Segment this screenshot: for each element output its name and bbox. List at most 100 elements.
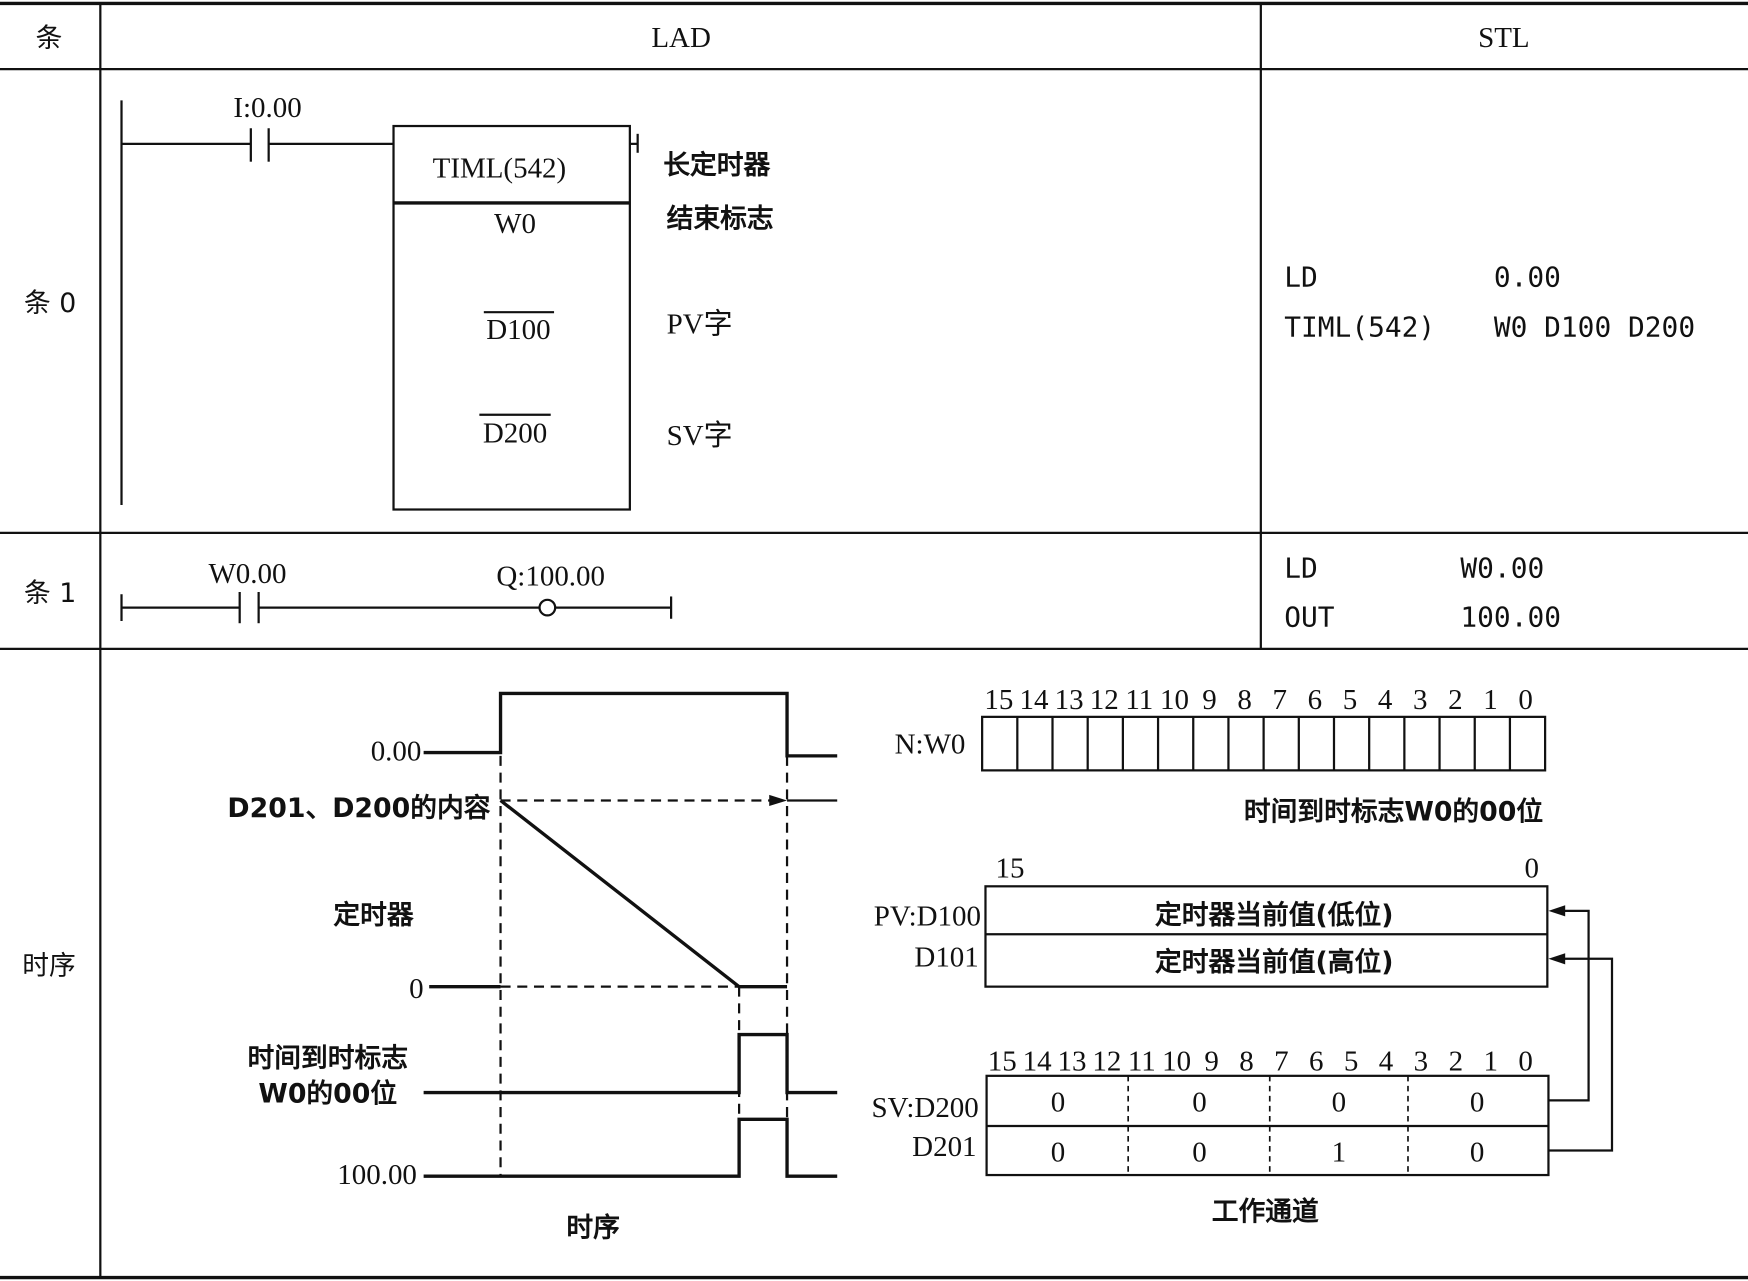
flag-label: 时间到时标志 bbox=[247, 1043, 408, 1074]
desc-pv: PV字 bbox=[667, 308, 733, 340]
stl-op: LD bbox=[1284, 552, 1318, 585]
timl-block bbox=[392, 124, 631, 511]
timer-label: 定时器 bbox=[333, 899, 414, 931]
bit-label: 6 bbox=[1308, 684, 1322, 716]
desc-end-flag: 结束标志 bbox=[667, 203, 774, 234]
header-stl: STL bbox=[1478, 22, 1530, 54]
bit-label: 8 bbox=[1237, 684, 1251, 716]
sv-d201-digit: 0 bbox=[1470, 1137, 1484, 1169]
sv-d200-digit: 0 bbox=[1332, 1087, 1346, 1119]
sv-d201-digit: 0 bbox=[1192, 1137, 1206, 1169]
bit-label: 5 bbox=[1343, 684, 1357, 716]
timer-ramp bbox=[499, 799, 788, 989]
timing-chart bbox=[423, 691, 838, 1178]
register-caption: 工作通道 bbox=[1212, 1196, 1319, 1228]
bit-label: 4 bbox=[1379, 1045, 1394, 1077]
bit-label: 7 bbox=[1273, 684, 1287, 716]
bit-label: 11 bbox=[1125, 684, 1153, 716]
nw0-caption: 时间到时标志W0的00位 bbox=[1244, 796, 1543, 828]
stl-arg: W0.00 bbox=[1460, 552, 1544, 585]
content-label: D201、D200的内容 bbox=[227, 792, 490, 824]
contact-label: I:0.00 bbox=[233, 92, 301, 124]
operand-w0: W0 bbox=[494, 208, 536, 240]
flag-label: W0的00位 bbox=[258, 1078, 397, 1110]
bit-label: 13 bbox=[1058, 1045, 1087, 1077]
bit-label: 14 bbox=[1023, 1045, 1052, 1077]
bit-label: 0 bbox=[1518, 684, 1532, 716]
bit-label: 0 bbox=[1518, 1045, 1532, 1077]
bit-label: 2 bbox=[1449, 1045, 1463, 1077]
bit-label: 4 bbox=[1378, 684, 1393, 716]
pv-high-text: 定时器当前值(高位) bbox=[1155, 946, 1393, 978]
coil-label: Q:100.00 bbox=[496, 560, 605, 592]
sv-register bbox=[985, 1074, 1550, 1177]
output-waveform bbox=[423, 1117, 838, 1178]
bit-label: 8 bbox=[1239, 1045, 1253, 1077]
row-label-timing: 时序 bbox=[22, 950, 76, 981]
bit-label: 1 bbox=[1483, 1045, 1497, 1077]
operand-d200: D200 bbox=[483, 418, 547, 450]
header-lad: LAD bbox=[651, 22, 711, 54]
bit-label: 5 bbox=[1344, 1045, 1358, 1077]
stl-op: LD bbox=[1284, 261, 1318, 294]
bit-label: 10 bbox=[1162, 1045, 1191, 1077]
nw0-label: N:W0 bbox=[895, 729, 966, 761]
operand-d100: D100 bbox=[486, 314, 550, 346]
pv-label: PV:D100 bbox=[874, 900, 981, 932]
sv-d200-digit: 0 bbox=[1470, 1087, 1484, 1119]
timing-caption: 时序 bbox=[566, 1211, 620, 1243]
bit-label: 10 bbox=[1160, 684, 1189, 716]
stl-arg: W0 D100 D200 bbox=[1494, 311, 1695, 344]
bit-label: 15 bbox=[984, 684, 1013, 716]
rung1-ladder bbox=[120, 592, 673, 624]
pv-register bbox=[984, 885, 1549, 988]
desc-title: 长定时器 bbox=[663, 149, 770, 181]
stl-arg: 100.00 bbox=[1460, 601, 1561, 634]
sv-label: SV:D200 bbox=[871, 1092, 978, 1124]
bit-label: 12 bbox=[1090, 684, 1119, 716]
sv-values: 0 0 0 0 0 1 0 0 bbox=[1051, 1087, 1485, 1169]
bit-label: 6 bbox=[1309, 1045, 1323, 1077]
bit-label: 9 bbox=[1204, 1045, 1218, 1077]
sv-d200-digit: 0 bbox=[1051, 1087, 1065, 1119]
pv-bit-lo: 0 bbox=[1524, 852, 1538, 884]
stl-arg: 0.00 bbox=[1494, 261, 1561, 294]
header-rung: 条 bbox=[36, 23, 63, 54]
row-label-rung1: 条 1 bbox=[24, 578, 76, 609]
input-label: 0.00 bbox=[371, 735, 422, 767]
bit-label: 13 bbox=[1055, 684, 1084, 716]
pv-low-text: 定时器当前值(低位) bbox=[1155, 899, 1393, 931]
sv-d201-digit: 1 bbox=[1332, 1137, 1346, 1169]
bit-label: 14 bbox=[1019, 684, 1048, 716]
bit-label: 1 bbox=[1483, 684, 1497, 716]
output-label: 100.00 bbox=[337, 1159, 417, 1191]
contact-label: W0.00 bbox=[208, 558, 286, 590]
bit-label: 3 bbox=[1413, 684, 1427, 716]
sv-d200-digit: 0 bbox=[1192, 1087, 1206, 1119]
nw0-register bbox=[981, 715, 1547, 772]
flag-waveform bbox=[423, 1032, 838, 1095]
desc-sv: SV字 bbox=[667, 420, 733, 452]
sv-d201-digit: 0 bbox=[1051, 1137, 1065, 1169]
row-label-rung0: 条 0 bbox=[24, 288, 76, 319]
bit-label: 15 bbox=[988, 1045, 1017, 1077]
sv2-label: D201 bbox=[912, 1131, 976, 1163]
rung0-ladder bbox=[120, 100, 639, 511]
pv2-label: D101 bbox=[914, 942, 978, 974]
bit-label: 11 bbox=[1128, 1045, 1156, 1077]
output-coil bbox=[538, 598, 557, 617]
bit-label: 12 bbox=[1092, 1045, 1121, 1077]
bit-label: 2 bbox=[1448, 684, 1462, 716]
stl-op: TIML(542) bbox=[1284, 311, 1435, 344]
feedback-arrows bbox=[1548, 905, 1614, 1152]
bit-label: 9 bbox=[1202, 684, 1216, 716]
zero-label: 0 bbox=[409, 973, 423, 1005]
instr-label: TIML(542) bbox=[433, 152, 567, 184]
bit-label: 7 bbox=[1274, 1045, 1288, 1077]
stl-op: OUT bbox=[1284, 601, 1335, 634]
bit-label: 3 bbox=[1414, 1045, 1428, 1077]
